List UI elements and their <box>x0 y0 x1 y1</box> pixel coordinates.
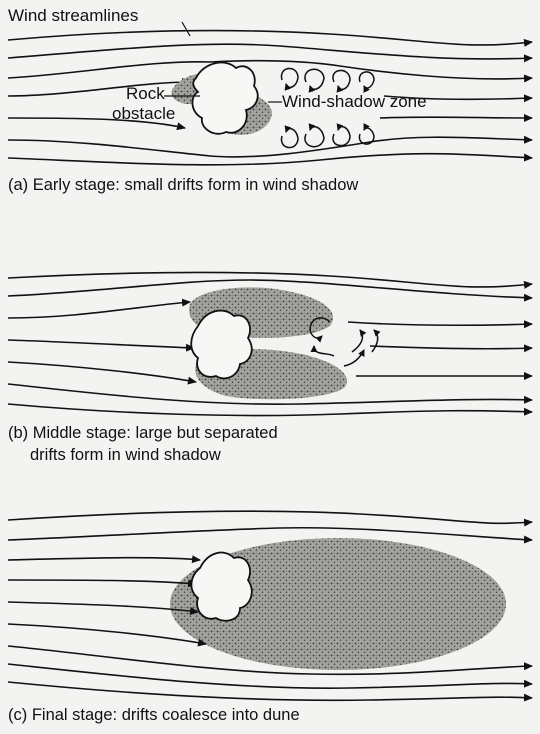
streamline <box>8 664 532 688</box>
streamline <box>348 322 532 325</box>
streamline <box>8 31 532 45</box>
streamline <box>370 346 532 349</box>
streamline <box>8 302 190 318</box>
panel-c <box>8 511 532 700</box>
streamline <box>8 61 532 79</box>
eddy-arrow <box>359 128 374 144</box>
eddy-arrow <box>352 330 362 352</box>
eddy-arrow <box>305 69 324 89</box>
wind-shadow-zone-label: Wind-shadow zone <box>282 92 427 112</box>
panel-a <box>8 22 532 165</box>
streamline <box>8 602 198 612</box>
eddy-arrow <box>333 70 350 89</box>
eddy-arrow <box>372 330 378 352</box>
caption-b-line1: (b) Middle stage: large but separated <box>8 424 278 443</box>
streamline <box>8 528 532 540</box>
wind-streamlines-label: Wind streamlines <box>8 6 138 26</box>
caption-a: (a) Early stage: small drifts form in wi… <box>8 176 358 195</box>
caption-c: (c) Final stage: drifts coalesce into du… <box>8 706 300 725</box>
eddy-arrow <box>305 127 324 147</box>
eddies-upper <box>281 68 374 89</box>
streamline <box>8 580 196 584</box>
streamline <box>8 624 206 644</box>
eddy-arrow <box>281 68 298 87</box>
streamline <box>8 511 532 523</box>
eddy-arrow <box>314 346 334 356</box>
streamline <box>380 117 532 118</box>
caption-b-line2: drifts form in wind shadow <box>30 446 221 465</box>
streamline <box>8 44 532 59</box>
eddy-arrow <box>359 72 374 88</box>
rock-label-line1: Rock <box>126 84 165 104</box>
streamline <box>8 362 196 382</box>
streamline <box>8 404 532 416</box>
streamline <box>8 340 194 348</box>
eddies-lower <box>281 127 374 148</box>
panel-b <box>8 272 532 415</box>
eddy-arrow <box>333 127 350 146</box>
streamline <box>8 558 200 560</box>
rock-label-line2: obstacle <box>112 104 175 124</box>
eddy-arrow <box>344 350 364 366</box>
eddy-arrow <box>281 129 298 148</box>
leader-streamlines <box>182 22 190 36</box>
panel-a-streamlines <box>8 31 532 165</box>
